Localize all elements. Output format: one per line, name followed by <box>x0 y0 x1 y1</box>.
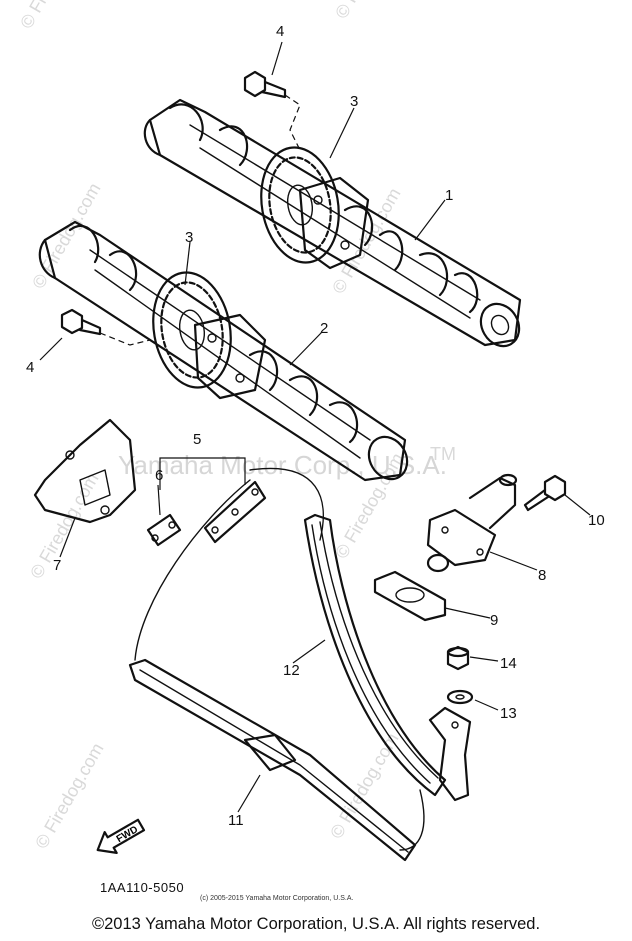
callout-9: 9 <box>490 612 498 629</box>
callout-5: 5 <box>193 431 201 448</box>
copyright-footer: ©2013 Yamaha Motor Corporation, U.S.A. A… <box>91 915 541 933</box>
watermark-site-7: © Firedog.com <box>16 0 92 32</box>
watermark-brand: Yamaha Motor Corp., U.S.A. <box>118 450 447 480</box>
callout-7: 7 <box>53 557 61 574</box>
watermark-site-1: © Firedog.com <box>28 180 104 292</box>
cam-sprocket-lower <box>152 271 232 389</box>
callouts: 1 2 3 3 4 4 5 6 7 8 9 10 11 12 13 14 <box>26 23 605 829</box>
sprocket-bolt-upper <box>243 70 301 151</box>
camshaft-lower <box>38 220 409 482</box>
callout-10: 10 <box>588 512 605 529</box>
sprocket-bolt-lower <box>60 308 151 346</box>
callout-12: 12 <box>283 662 300 679</box>
callout-3-lower: 3 <box>185 229 193 246</box>
chain-tensioner <box>426 473 518 573</box>
chain-link-set <box>146 457 267 547</box>
callout-8: 8 <box>538 567 546 584</box>
forward-arrow: FWD <box>96 818 146 854</box>
tensioner-bolt <box>523 474 567 512</box>
tensioner-gasket <box>373 570 447 622</box>
callout-11: 11 <box>228 812 244 829</box>
callout-13: 13 <box>500 705 517 722</box>
forward-arrow-label: FWD <box>115 824 140 845</box>
callout-4-upper: 4 <box>276 23 284 40</box>
watermark-site-8: © Firedog.com <box>331 0 407 22</box>
callout-2: 2 <box>320 320 328 337</box>
leader-lines <box>39 41 591 813</box>
callout-14: 14 <box>500 655 517 672</box>
watermark-tm: TM <box>430 444 456 464</box>
chain-guide-upper <box>33 418 137 524</box>
watermark-site-2: © Firedog.com <box>328 185 404 297</box>
camshaft-upper <box>143 98 522 348</box>
callout-4-lower: 4 <box>26 359 34 376</box>
diagram-part-number: 1AA110-5050 <box>100 880 185 895</box>
watermark-site-5: © Firedog.com <box>31 740 107 852</box>
cam-sprocket-upper <box>260 146 340 264</box>
guide-washer <box>446 689 474 705</box>
callout-3-upper: 3 <box>350 93 358 110</box>
guide-stopper-bracket <box>428 706 472 802</box>
chain-tensioner-guide <box>303 513 447 797</box>
callout-1: 1 <box>445 187 453 204</box>
watermark-site-4: © Firedog.com <box>26 470 102 582</box>
small-copyright: (c) 2005-2015 Yamaha Motor Corporation, … <box>200 895 354 902</box>
guide-bolt <box>446 645 470 671</box>
callout-6: 6 <box>155 467 163 484</box>
chain-guide-lower <box>128 658 417 862</box>
